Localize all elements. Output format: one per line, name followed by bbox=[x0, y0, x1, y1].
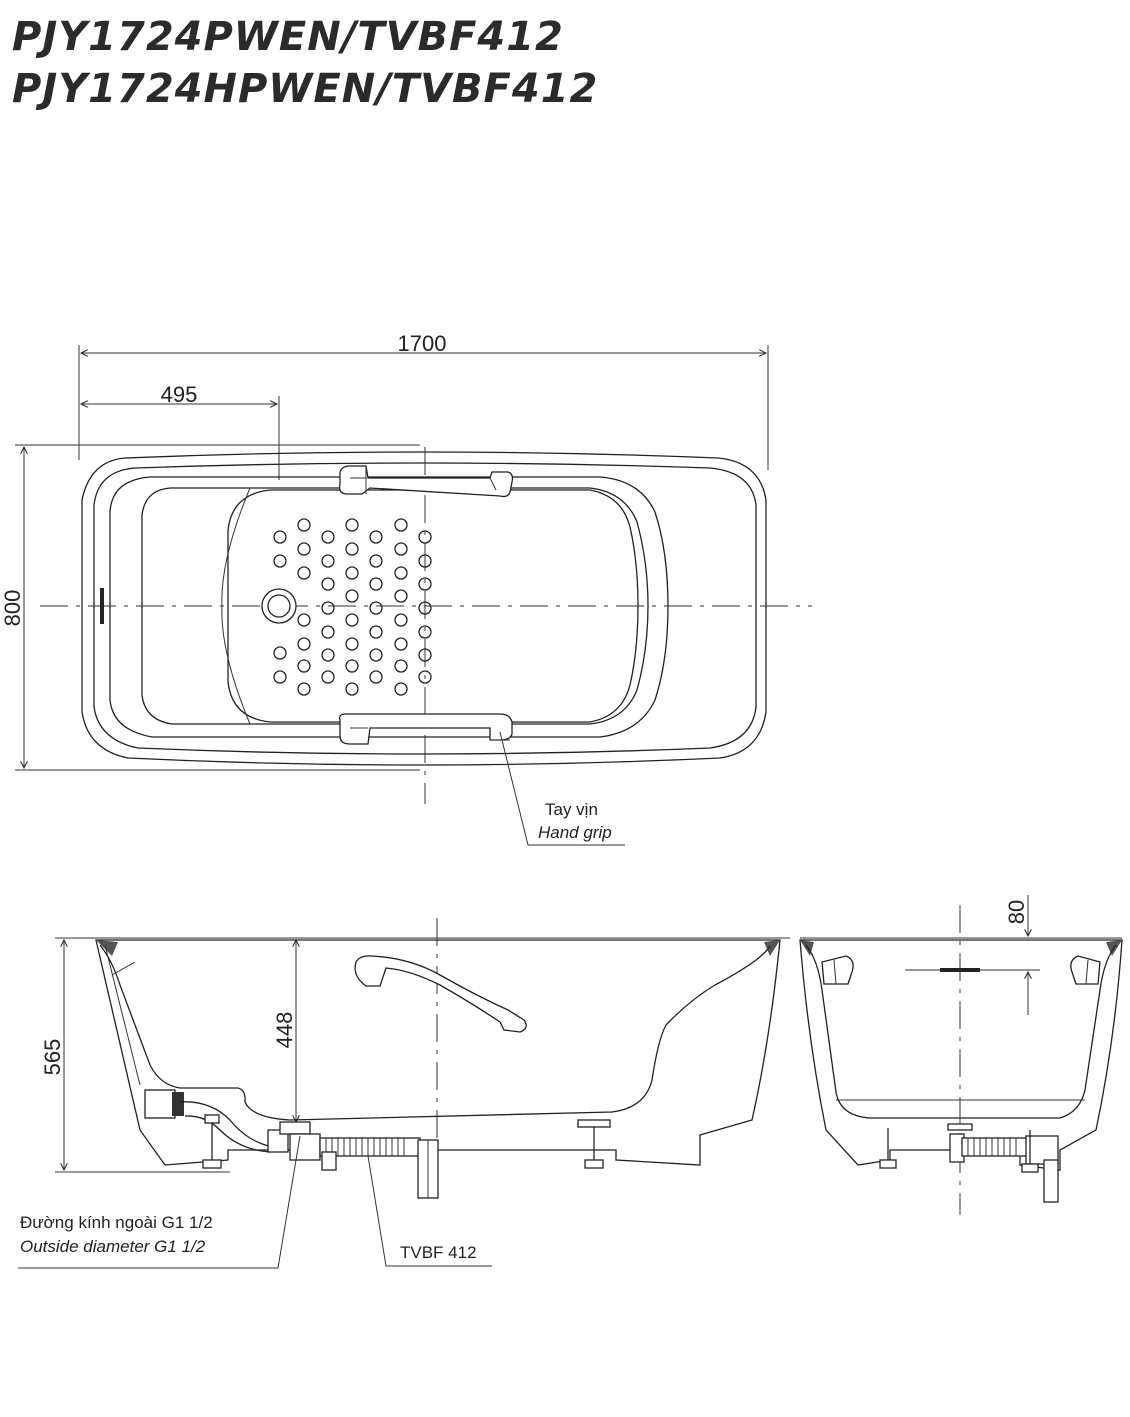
side-hand-grip bbox=[354, 955, 527, 1033]
hand-grip-label-en: Hand grip bbox=[538, 823, 612, 842]
anti-slip-dots bbox=[273, 518, 432, 696]
model-title-2: PJY1724HPWEN/TVBF412 bbox=[12, 66, 599, 112]
dimension-drain-offset: 495 bbox=[161, 382, 198, 407]
adjustable-feet bbox=[202, 1114, 611, 1169]
overflow-slot bbox=[100, 588, 104, 624]
outside-diameter-leader bbox=[18, 1135, 301, 1269]
dimension-length: 1700 bbox=[398, 331, 447, 356]
tub-outer-rim bbox=[81, 451, 767, 766]
end-view-shell bbox=[799, 939, 1123, 1171]
end-view-grips bbox=[821, 955, 1101, 985]
drain-pipe-assembly bbox=[144, 1089, 439, 1199]
end-view: 80 bbox=[799, 895, 1123, 1215]
drain-model-leader bbox=[367, 1155, 492, 1267]
dimension-water-depth: 448 bbox=[272, 1012, 297, 1049]
hand-grip-bottom bbox=[338, 713, 513, 745]
hand-grip-top bbox=[338, 465, 514, 498]
side-view: 565 448 bbox=[18, 918, 790, 1269]
drain-icon bbox=[261, 588, 297, 624]
outside-diameter-label-en: Outside diameter G1 1/2 bbox=[20, 1237, 206, 1256]
drain-model-label: TVBF 412 bbox=[400, 1243, 477, 1262]
hand-grip-leader bbox=[499, 731, 625, 846]
tub-basin bbox=[141, 487, 649, 725]
top-view: 1700 495 800 bbox=[0, 331, 812, 846]
hand-grip-label-vi: Tay vịn bbox=[545, 800, 598, 819]
end-view-drain-assembly bbox=[879, 1123, 1059, 1203]
model-title-1: PJY1724PWEN/TVBF412 bbox=[12, 14, 564, 60]
dimension-rim: 80 bbox=[1004, 900, 1029, 924]
dimension-width: 800 bbox=[0, 590, 25, 627]
outside-diameter-label-vi: Đường kính ngoài G1 1/2 bbox=[20, 1213, 213, 1232]
dimension-height: 565 bbox=[40, 1039, 65, 1076]
